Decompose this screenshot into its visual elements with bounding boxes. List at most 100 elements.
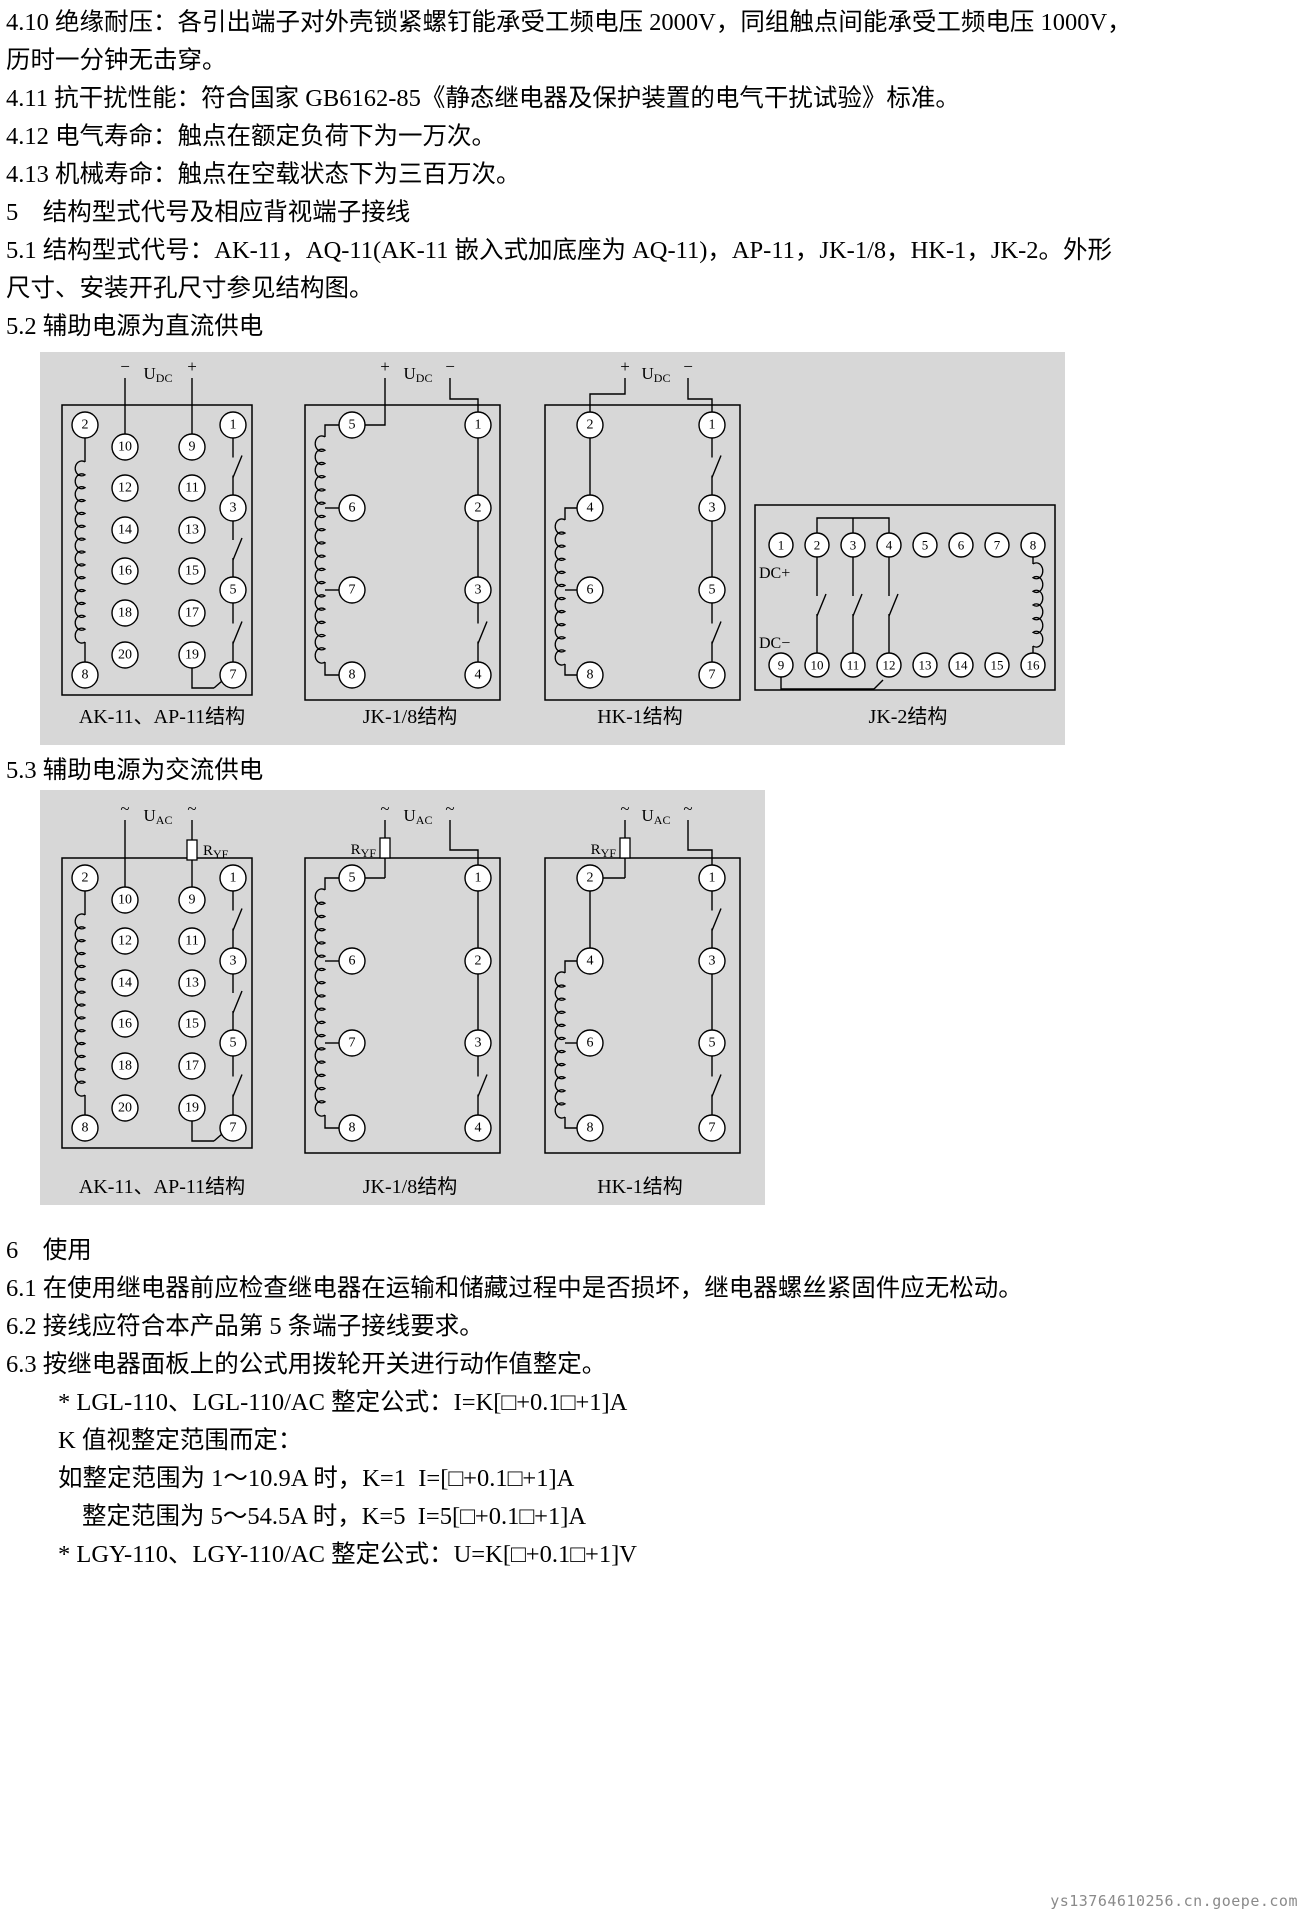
wire <box>324 662 339 676</box>
terminal-circle <box>111 599 139 627</box>
terminal-circle <box>876 652 902 678</box>
contact-symbol <box>477 621 488 644</box>
diagram-label: DC− <box>759 635 790 652</box>
terminal-number: 10 <box>118 440 132 455</box>
diagram-label: UDC <box>404 364 433 385</box>
usage-text-line: 6.1 在使用继电器前应检查继电器在运输和储藏过程中是否损坏，继电器螺丝紧固件应… <box>6 1275 1023 1302</box>
diagram-box <box>754 504 1056 691</box>
terminal-number: 11 <box>185 481 198 496</box>
diagram-caption: AK-11、AP-11结构 <box>79 1175 245 1198</box>
terminal-circle <box>219 411 247 439</box>
terminal-number: 16 <box>118 564 132 579</box>
terminal-number: 19 <box>185 648 199 663</box>
terminal-number: 17 <box>185 606 199 621</box>
wire <box>449 820 479 865</box>
diagram-label: UDC <box>144 364 173 385</box>
terminal-number: 2 <box>814 538 821 553</box>
terminal-number: 20 <box>118 1101 132 1116</box>
terminal-circle <box>464 576 492 604</box>
terminal-number: 1 <box>778 538 785 553</box>
terminal-circle <box>178 557 206 585</box>
diagram-label: RYF <box>203 843 229 861</box>
terminal-number: 18 <box>118 606 132 621</box>
terminal-number: 15 <box>185 1017 199 1032</box>
wire <box>687 820 713 865</box>
wire <box>324 424 339 437</box>
terminal-circle <box>71 411 99 439</box>
terminal-number: 10 <box>811 658 824 673</box>
terminal-number: 8 <box>349 1121 356 1136</box>
terminal-circle <box>111 474 139 502</box>
contact-symbol <box>232 621 243 644</box>
diagram-label: ~ <box>187 799 196 818</box>
terminal-number: 1 <box>475 418 482 433</box>
terminal-circle <box>178 1052 206 1080</box>
terminal-circle <box>338 661 366 689</box>
terminal-number: 7 <box>994 538 1001 553</box>
terminal-number: 4 <box>475 1121 482 1136</box>
terminal-number: 9 <box>189 440 196 455</box>
spec-text-line: 4.10 绝缘耐压：各引出端子对外壳锁紧螺钉能承受工频电压 2000V，同组触点… <box>6 9 1132 36</box>
diagram-caption: JK-2结构 <box>869 705 948 728</box>
diagram-caption: JK-1/8结构 <box>363 705 457 728</box>
terminal-circle <box>178 474 206 502</box>
terminal-circle <box>338 1029 366 1057</box>
wire <box>687 378 713 412</box>
spec-text-line: 4.11 抗干扰性能：符合国家 GB6162-85《静态继电器及保护装置的电气干… <box>6 85 960 112</box>
terminal-number: 7 <box>349 583 356 598</box>
terminal-number: 5 <box>230 583 237 598</box>
terminal-number: 13 <box>185 976 199 991</box>
wire <box>191 1121 214 1142</box>
contact-symbol <box>232 990 243 1014</box>
contact-symbol <box>816 593 827 617</box>
terminal-number: 13 <box>919 658 932 673</box>
diagram-label: − <box>445 357 455 376</box>
terminal-number: 5 <box>709 1036 716 1051</box>
wire <box>191 668 214 689</box>
terminal-circle <box>804 652 830 678</box>
terminal-circle <box>111 1094 139 1122</box>
terminal-number: 3 <box>230 501 237 516</box>
terminal-circle <box>71 864 99 892</box>
wire <box>780 677 874 690</box>
terminal-circle <box>464 661 492 689</box>
terminal-number: 11 <box>185 934 198 949</box>
terminal-number: 2 <box>82 418 89 433</box>
wire <box>324 877 339 890</box>
terminal-number: 15 <box>185 564 199 579</box>
terminal-circle <box>576 947 604 975</box>
wire <box>449 378 479 412</box>
diagram-label: ~ <box>683 799 692 818</box>
diagram-label: + <box>620 357 630 376</box>
terminal-circle <box>840 652 866 678</box>
terminal-circle <box>698 576 726 604</box>
terminal-circle <box>464 947 492 975</box>
diagram-caption: HK-1结构 <box>597 705 683 728</box>
terminal-circle <box>178 599 206 627</box>
contact-symbol <box>711 621 722 644</box>
terminal-number: 15 <box>991 658 1004 673</box>
terminal-circle <box>71 1114 99 1142</box>
diagram-label: − <box>120 357 130 376</box>
terminal-circle <box>984 652 1010 678</box>
coil-symbol <box>554 518 567 666</box>
terminal-circle <box>698 494 726 522</box>
terminal-number: 8 <box>349 668 356 683</box>
terminal-circle <box>698 1029 726 1057</box>
terminal-number: 7 <box>230 668 237 683</box>
terminal-number: 14 <box>955 658 969 673</box>
terminal-number: 8 <box>82 1121 89 1136</box>
coil-symbol <box>1031 562 1044 648</box>
terminal-number: 12 <box>118 934 132 949</box>
terminal-number: 5 <box>349 418 356 433</box>
contact-symbol <box>852 593 863 617</box>
terminal-number: 5 <box>230 1036 237 1051</box>
terminal-circle <box>768 652 794 678</box>
terminal-number: 14 <box>118 523 132 538</box>
diagram-caption: AK-11、AP-11结构 <box>79 705 245 728</box>
contact-symbol <box>232 908 243 931</box>
diagram-box <box>61 857 253 1149</box>
